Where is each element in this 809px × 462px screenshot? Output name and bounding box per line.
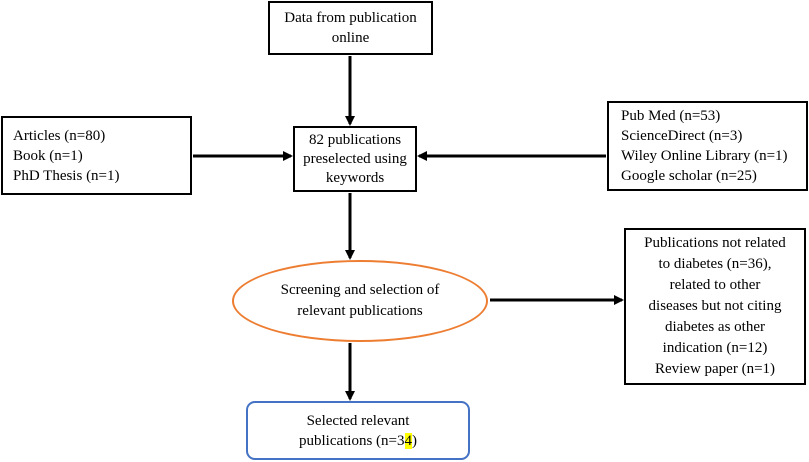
preselected-line-1: 82 publications <box>308 131 402 148</box>
screening-ellipse: Screening and selection of relevant publ… <box>232 260 488 342</box>
preselected-line-3: keywords <box>325 169 385 186</box>
screening-line-2: relevant publications <box>297 303 423 319</box>
excluded-line-5: diabetes as other <box>665 319 765 335</box>
selected-count-highlight: 4 <box>404 432 413 449</box>
database-sciencedirect: ScienceDirect (n=3) <box>621 128 743 144</box>
excluded-line-6: indication (n=12) <box>662 340 768 356</box>
source-box-line-2: online <box>331 30 370 46</box>
database-wiley: Wiley Online Library (n=1) <box>621 148 788 164</box>
excluded-line-4: diseases but not citing <box>648 298 782 314</box>
databases-box: Pub Med (n=53) ScienceDirect (n=3) Wiley… <box>607 101 808 191</box>
selected-count-prefix: publications (n=3 <box>298 432 405 449</box>
publication-types-box: Articles (n=80) Book (n=1) PhD Thesis (n… <box>1 116 192 195</box>
publication-type-book: Book (n=1) <box>13 147 83 164</box>
selected-line-2: publications (n=34) <box>299 431 417 451</box>
selected-count-suffix: ) <box>412 432 418 449</box>
database-google-scholar: Google scholar (n=25) <box>621 168 757 184</box>
publication-type-thesis: PhD Thesis (n=1) <box>13 167 120 184</box>
database-pubmed: Pub Med (n=53) <box>621 108 721 124</box>
source-box-line-1: Data from publication <box>284 10 417 26</box>
screening-line-1: Screening and selection of <box>280 282 440 298</box>
excluded-box: Publications not related to diabetes (n=… <box>624 228 806 385</box>
source-box: Data from publication online <box>268 1 433 55</box>
excluded-line-3: related to other <box>669 277 761 293</box>
excluded-line-1: Publications not related <box>644 235 786 251</box>
preselected-line-2: preselected using <box>303 150 407 167</box>
excluded-line-7: Review paper (n=1) <box>654 361 776 377</box>
selected-line-1: Selected relevant <box>306 412 410 429</box>
excluded-line-2: to diabetes (n=36), <box>658 256 772 272</box>
publication-type-articles: Articles (n=80) <box>13 127 106 144</box>
preselected-box: 82 publications preselected using keywor… <box>293 126 417 192</box>
selected-box: Selected relevant publications (n=34) <box>246 401 470 460</box>
